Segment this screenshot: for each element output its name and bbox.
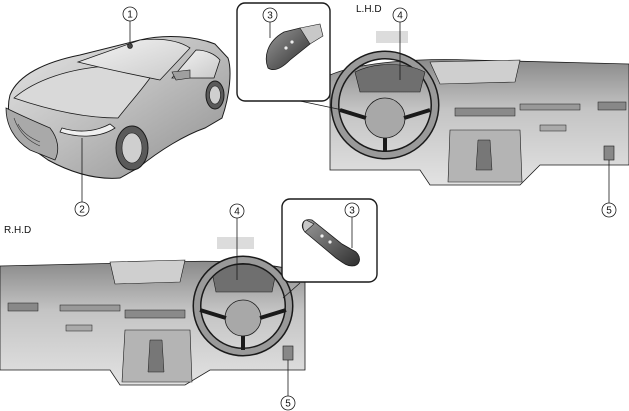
lhd-highlight-box [376, 31, 408, 43]
callout-3-lhd: 3 [262, 7, 278, 38]
rhd-label: R.H.D [4, 225, 31, 236]
rhd-highlight-box [217, 237, 254, 249]
callout-5-lhd: 5 [601, 160, 617, 218]
callout-1-number: 1 [127, 10, 133, 21]
lhd-label: L.H.D [356, 4, 382, 15]
callout-4-rhd-number: 4 [234, 207, 240, 218]
callout-4-rhd: 4 [229, 203, 245, 280]
callout-4-lhd-number: 4 [397, 11, 403, 22]
lhd-lever-inset [236, 2, 353, 113]
callout-2-number: 2 [79, 205, 85, 216]
callout-5-rhd-number: 5 [285, 399, 291, 410]
callout-3-rhd: 3 [344, 202, 360, 248]
callout-3-lhd-number: 3 [267, 11, 273, 22]
callout-4-lhd: 4 [392, 7, 408, 80]
callout-2: 2 [74, 138, 90, 217]
rhd-lever-inset [281, 198, 378, 299]
rhd-dashboard [0, 255, 306, 386]
callout-5-rhd: 5 [280, 360, 296, 411]
callout-3-rhd-number: 3 [349, 206, 355, 217]
callout-1: 1 [122, 6, 138, 43]
car-exterior [5, 36, 231, 179]
lhd-dashboard [329, 50, 629, 186]
callout-5-lhd-number: 5 [606, 206, 612, 217]
